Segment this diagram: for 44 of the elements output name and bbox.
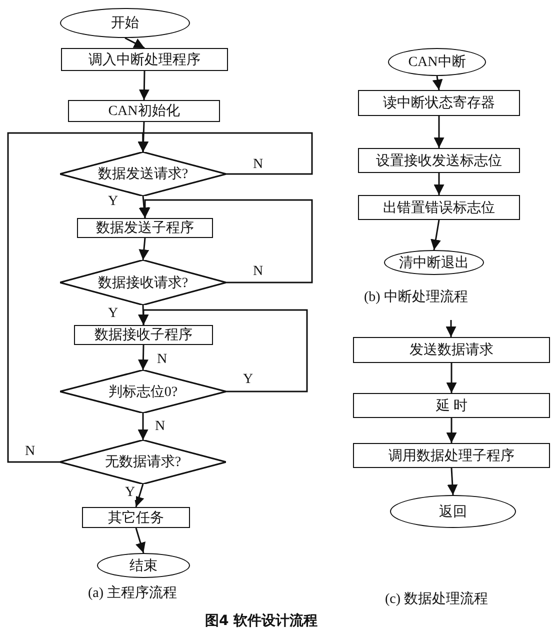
connector-arrow (138, 196, 150, 218)
figure-caption: 图4 软件设计流程 (205, 612, 318, 630)
edge-label: Y (124, 485, 136, 500)
connector-arrow (134, 484, 144, 508)
connector-arrow (430, 220, 441, 250)
process-box: 读中断状态寄存器 (358, 90, 520, 116)
connector-arrow (124, 37, 145, 49)
connector-arrow (446, 418, 457, 443)
connector-arrow (446, 363, 457, 393)
subfigure-caption: (c) 数据处理流程 (385, 590, 488, 608)
terminal-oval: 返回 (390, 495, 516, 528)
connector-arrow (447, 468, 458, 496)
process-box: CAN初始化 (68, 100, 220, 122)
subfigure-caption: (a) 主程序流程 (88, 584, 178, 602)
process-box: 调用数据处理子程序 (353, 443, 550, 468)
terminal-oval: CAN中断 (388, 48, 486, 76)
process-box: 其它任务 (82, 507, 190, 528)
process-box: 数据发送子程序 (77, 218, 213, 238)
decision-text: 数据接收请求? (98, 274, 188, 292)
process-box: 延 时 (353, 393, 550, 418)
connector-arrow (138, 344, 148, 370)
terminal-oval: 清中断退出 (384, 250, 484, 275)
connector-arrow (7, 132, 148, 463)
process-box: 出错置错误标志位 (358, 195, 520, 220)
connector-arrow (135, 528, 146, 554)
terminal-oval: 开始 (60, 8, 190, 38)
connector-arrow (140, 199, 313, 284)
process-box: 数据接收子程序 (74, 325, 213, 345)
connector-arrow (434, 173, 444, 195)
connector-arrow (446, 320, 456, 337)
process-box: 调入中断处理程序 (61, 48, 228, 71)
terminal-oval: 结束 (97, 553, 190, 578)
decision-text: 无数据请求? (104, 454, 182, 471)
decision-text: 判标志位0? (108, 383, 178, 400)
process-box: 设置接收发送标志位 (358, 148, 520, 173)
decision-text: 数据发送请求? (98, 166, 188, 183)
connector-arrow (138, 238, 150, 260)
process-box: 发送数据请求 (353, 337, 550, 363)
connector-arrow (138, 309, 308, 392)
subfigure-caption: (b) 中断处理流程 (364, 288, 468, 306)
connector-arrow (432, 76, 443, 90)
connector-arrow (138, 413, 148, 440)
connector-arrow (434, 116, 444, 148)
connector-arrow (138, 70, 150, 100)
